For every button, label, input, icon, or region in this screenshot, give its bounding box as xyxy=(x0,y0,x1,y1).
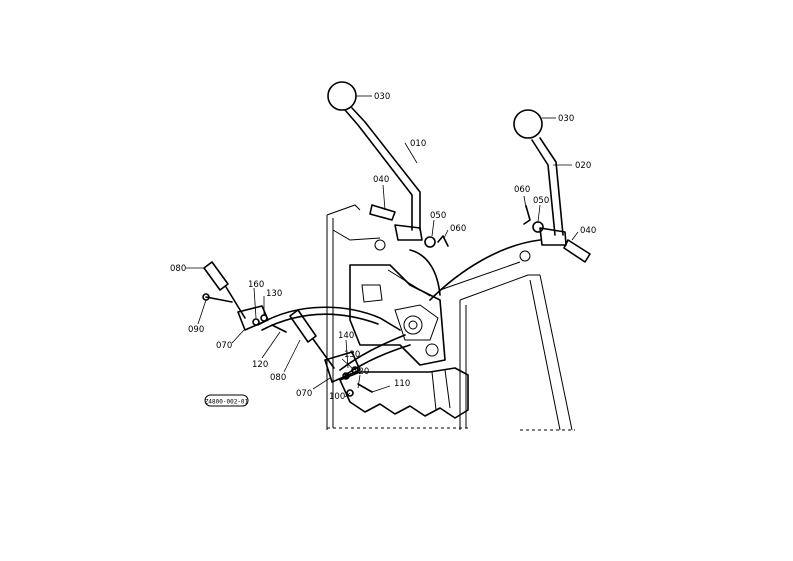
main-lever-020 xyxy=(513,109,591,263)
callout-040-left: 040 xyxy=(373,175,389,185)
small-lever-upper xyxy=(202,261,287,333)
callout-130-upper: 130 xyxy=(266,289,282,299)
callout-090: 090 xyxy=(188,325,204,335)
small-lever-lower xyxy=(289,309,373,397)
bolt-090 xyxy=(205,296,233,303)
frame-body xyxy=(326,204,575,431)
callout-030-left: 030 xyxy=(374,92,390,102)
callout-120-upper: 120 xyxy=(252,360,268,370)
leader-lines xyxy=(186,95,579,398)
callout-050-right: 050 xyxy=(533,196,549,206)
stamp-code: Z4800-002-01 xyxy=(205,399,249,406)
lever-knob-030-right xyxy=(513,109,543,139)
callout-160: 160 xyxy=(248,280,264,290)
pin-040-left xyxy=(369,204,396,221)
callout-060-left: 060 xyxy=(450,224,466,234)
callout-120-lower: 120 xyxy=(353,367,369,377)
callout-020: 020 xyxy=(575,161,591,171)
bracket-070-lower xyxy=(324,351,361,383)
callout-070-lower: 070 xyxy=(296,389,312,399)
control-cables xyxy=(257,239,541,376)
callout-080-lower: 080 xyxy=(270,373,286,383)
callout-070-upper: 070 xyxy=(216,341,232,351)
washer-050-left xyxy=(424,236,436,248)
callout-040-right: 040 xyxy=(580,226,596,236)
lever-grip-080-upper xyxy=(203,261,229,291)
lever-grip-080-lower xyxy=(289,309,317,343)
main-lever-010 xyxy=(327,81,449,248)
pin-040-right xyxy=(563,239,591,263)
callout-110: 110 xyxy=(394,379,410,389)
callout-140: 140 xyxy=(338,331,354,341)
callout-100: 100 xyxy=(329,392,345,402)
lever-knob-030-left xyxy=(327,81,357,111)
callout-030-right: 030 xyxy=(558,114,574,124)
callout-050-left: 050 xyxy=(430,211,446,221)
callout-labels: 030 010 040 050 060 030 020 060 050 040 … xyxy=(170,92,596,402)
callout-130-lower: 130 xyxy=(344,350,360,360)
reference-stamp: Z4800-002-01 xyxy=(204,394,249,407)
callout-060-right: 060 xyxy=(514,185,530,195)
washer-050-right xyxy=(532,221,544,233)
bracket-070-upper xyxy=(237,305,269,331)
callout-010: 010 xyxy=(410,139,426,149)
callout-080-upper: 080 xyxy=(170,264,186,274)
